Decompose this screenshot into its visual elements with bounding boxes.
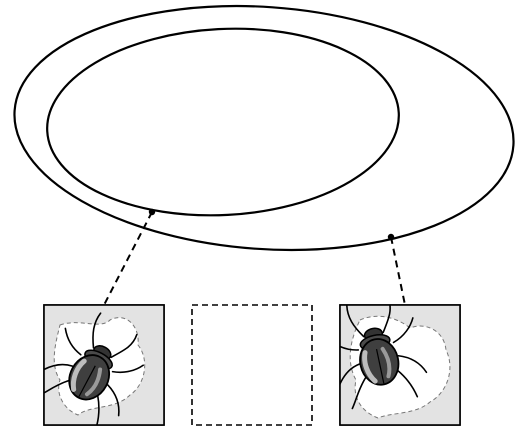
outer-ellipse <box>13 4 515 252</box>
empty-panel <box>191 304 313 426</box>
photo-panel-right <box>339 304 461 426</box>
connector-right <box>390 236 406 306</box>
connector-left <box>103 211 153 306</box>
photo-panel-left <box>43 304 165 426</box>
inner-ellipse <box>46 27 400 217</box>
